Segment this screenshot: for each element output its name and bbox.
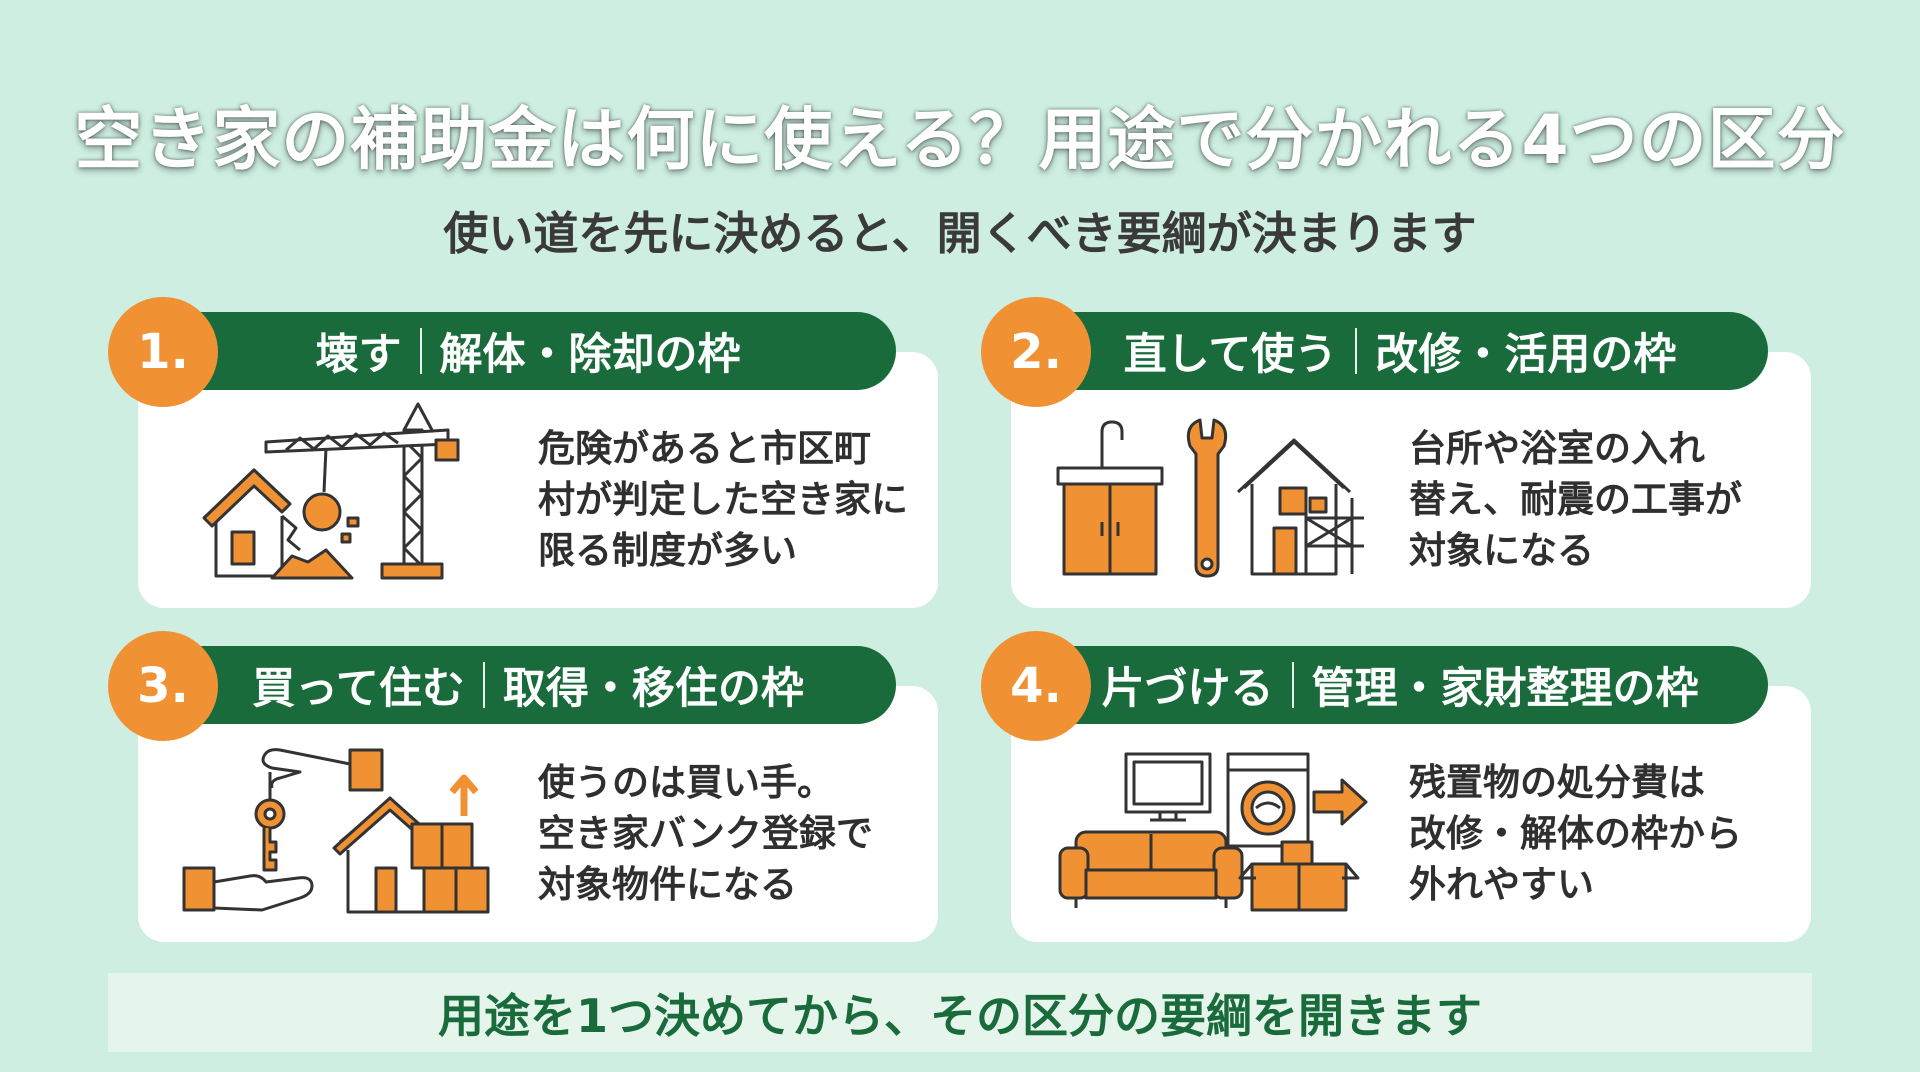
card-header-acquisition: 買って住む取得・移住の枠 [160,646,896,724]
desc-line: 替え、耐震の工事が [1409,478,1742,521]
desc-line: 外れやすい [1409,863,1594,906]
number-badge-2: 2. [981,297,1091,407]
card-header-main: 片づける [1101,664,1274,714]
desc-line: 空き家バンク登録で [538,812,873,855]
header-divider [1355,328,1358,374]
card-header-renovation: 直して使う改修・活用の枠 [1032,312,1768,390]
card-header-demolition: 壊す解体・除却の枠 [160,312,896,390]
number-badge-1: 1. [108,297,218,407]
number-badge-4: 4. [981,631,1091,741]
footer-banner: 用途を1つ決めてから、その区分の要綱を開きます [108,973,1812,1052]
furniture-disposal-illustration-icon [1058,752,1368,912]
key-handover-illustration-icon [182,748,490,914]
desc-line: 台所や浴室の入れ [1409,427,1705,470]
desc-line: 対象になる [1409,529,1594,572]
card-header-sub: 管理・家財整理の枠 [1311,664,1699,714]
card-header-main: 直して使う [1123,330,1338,380]
renovation-illustration-icon [1056,418,1364,578]
desc-line: 残置物の処分費は [1409,761,1705,804]
header-divider [1291,662,1294,708]
card-header-main: 壊す [315,330,402,380]
desc-line: 対象物件になる [538,863,797,906]
page-title: 空き家の補助金は何に使える？用途で分かれる4つの区分 [74,101,1846,180]
card-desc-acquisition: 使うのは買い手。 空き家バンク登録で 対象物件になる [538,757,873,910]
desc-line: 限る制度が多い [538,529,797,572]
header-divider [482,662,485,708]
card-header-sub: 取得・移住の枠 [502,664,804,714]
desc-line: 使うのは買い手。 [538,761,834,804]
page-subtitle: 使い道を先に決めると、開くべき要綱が決まります [443,207,1477,260]
card-header-sub: 改修・活用の枠 [1375,330,1677,380]
desc-line: 改修・解体の枠から [1409,812,1742,855]
card-desc-demolition: 危険があると市区町 村が判定した空き家に 限る制度が多い [538,423,908,576]
card-header-sub: 解体・除却の枠 [439,330,741,380]
demolition-illustration-icon [202,402,460,580]
header-divider [419,328,422,374]
card-header-cleanup: 片づける管理・家財整理の枠 [1032,646,1768,724]
number-badge-3: 3. [108,631,218,741]
card-desc-renovation: 台所や浴室の入れ 替え、耐震の工事が 対象になる [1409,423,1742,576]
desc-line: 村が判定した空き家に [538,478,908,521]
desc-line: 危険があると市区町 [538,427,871,470]
card-header-main: 買って住む [252,664,465,714]
card-desc-cleanup: 残置物の処分費は 改修・解体の枠から 外れやすい [1409,757,1742,910]
